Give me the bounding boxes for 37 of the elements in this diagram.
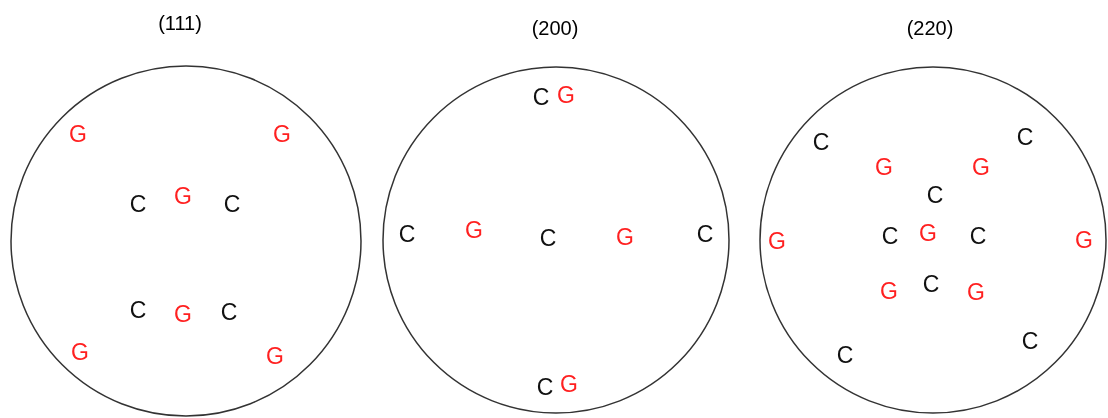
pole-label: G — [919, 221, 937, 245]
pole-label: C — [836, 343, 854, 367]
pole-label: C — [1016, 125, 1034, 149]
pole-label: C — [1021, 329, 1039, 353]
pole-label: G — [273, 122, 291, 146]
pole-label: C — [536, 375, 554, 399]
pole-label: G — [71, 340, 89, 364]
pole-label: C — [398, 222, 416, 246]
pole-label: G — [465, 218, 483, 242]
pole-label: G — [967, 280, 985, 304]
pole-label: G — [69, 122, 87, 146]
pole-label: C — [532, 85, 550, 109]
pole-label: C — [969, 224, 987, 248]
pole-label: C — [922, 272, 940, 296]
pole-label: C — [926, 183, 944, 207]
pole-label: G — [768, 229, 786, 253]
pole-label: G — [1075, 228, 1093, 252]
pole-label: C — [696, 222, 714, 246]
pole-label: C — [812, 130, 830, 154]
figure-title: (220) — [906, 16, 954, 40]
pole-label: C — [129, 298, 147, 322]
pole-label: C — [539, 226, 557, 250]
pole-label: C — [220, 300, 238, 324]
pole-label: G — [560, 372, 578, 396]
pole-label: G — [174, 184, 192, 208]
pole-label: C — [881, 224, 899, 248]
figure-title: (200) — [531, 16, 579, 40]
pole-label: G — [880, 279, 898, 303]
pole-label: C — [129, 192, 147, 216]
pole-label: G — [972, 155, 990, 179]
pole-label: G — [875, 155, 893, 179]
figure-title: (111) — [158, 11, 202, 35]
pole-label: G — [266, 344, 284, 368]
pole-label: G — [616, 225, 634, 249]
pole-label: C — [223, 192, 241, 216]
pole-label: G — [174, 302, 192, 326]
pole-label: G — [557, 83, 575, 107]
